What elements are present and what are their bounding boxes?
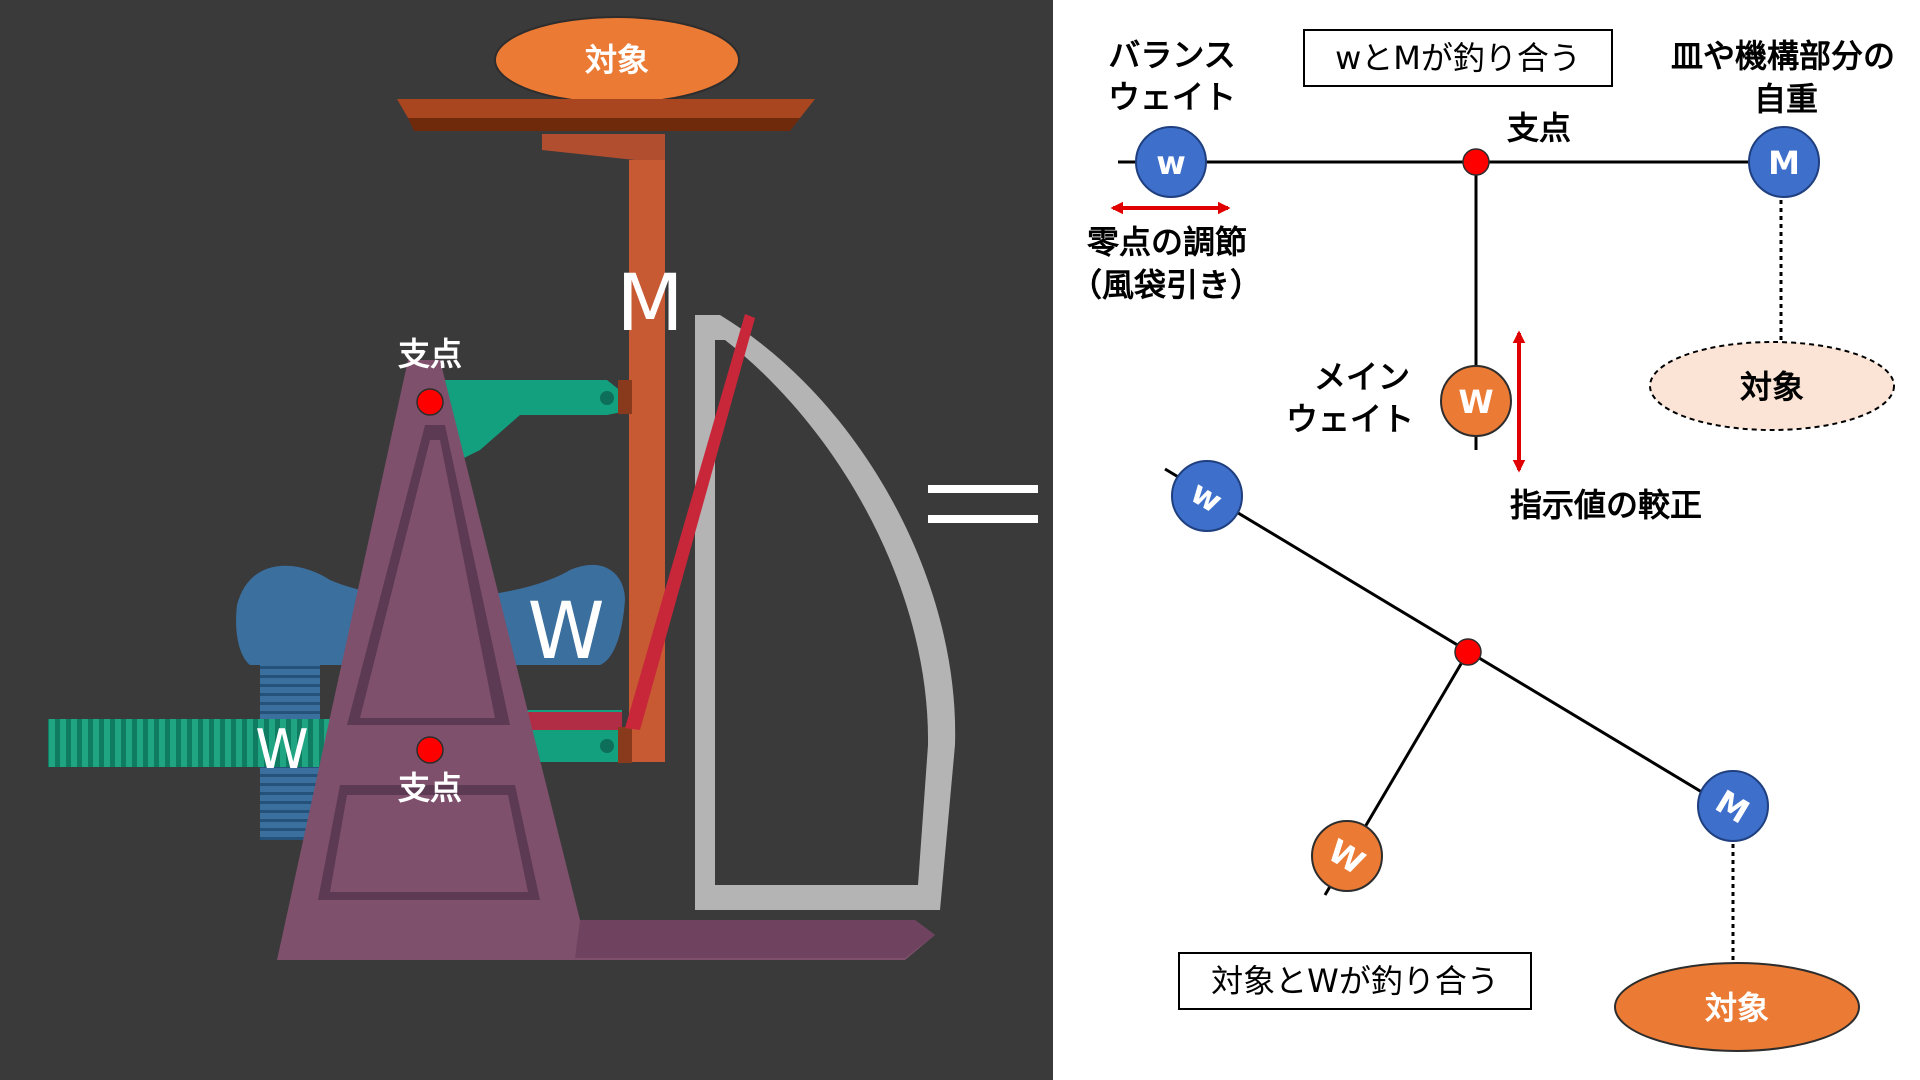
bottom-self-weight-ball xyxy=(1697,770,1769,842)
weight-label-W-small: W xyxy=(255,718,308,781)
bottom-balance-condition-text: 対象とWが釣り合う xyxy=(1211,962,1499,1000)
top-balance-diagram: バランス ウェイト wとMが釣り合う 皿や機構部分の 自重 支点 w M W 零… xyxy=(1070,29,1895,524)
upper-green-arm xyxy=(430,380,632,470)
bottom-balance-condition-box xyxy=(1178,952,1532,1010)
top-object-ellipse xyxy=(1649,341,1895,431)
top-fulcrum-dot xyxy=(1462,148,1490,176)
self-weight-label-line1: 皿や機構部分の xyxy=(1671,37,1895,75)
top-balance-weight-ball xyxy=(1135,126,1207,198)
bottom-balance-diagram: w M W 対象とWが釣り合う 対象 xyxy=(1164,460,1860,1052)
bottom-object-label: 対象 xyxy=(1705,989,1769,1027)
bottom-balance-weight-ball xyxy=(1171,460,1243,532)
top-object-label: 対象 xyxy=(1740,368,1804,406)
balance-weight-label-line2: ウェイト xyxy=(1108,78,1236,116)
upper-fulcrum-dot xyxy=(416,388,444,416)
adjustment-screw xyxy=(48,719,370,767)
top-main-weight-ball xyxy=(1440,365,1512,437)
top-fulcrum-label: 支点 xyxy=(1507,109,1571,147)
zero-adjust-label-line1: 零点の調節 xyxy=(1087,223,1247,261)
calibration-label: 指示値の較正 xyxy=(1510,486,1702,524)
zero-adjust-label-line2: （風袋引き） xyxy=(1070,266,1262,304)
top-self-weight-ball xyxy=(1748,126,1820,198)
balance-condition-box xyxy=(1303,29,1613,87)
lower-fulcrum-dot xyxy=(416,736,444,764)
top-main-weight-ball-label: W xyxy=(1458,383,1493,421)
balance-condition-text: wとMが釣り合う xyxy=(1335,39,1581,77)
mass-label-M: M xyxy=(616,259,683,349)
top-balance-weight-ball-label: w xyxy=(1156,144,1186,182)
scale-frame xyxy=(277,360,935,960)
main-weight-label-line1: メイン xyxy=(1314,358,1410,396)
top-self-weight-ball-label: M xyxy=(1768,144,1800,182)
self-weight-label-line2: 自重 xyxy=(1754,80,1818,118)
mechanism-panel: 対象 M W W xyxy=(0,0,1053,1080)
bottom-fulcrum-dot xyxy=(1454,638,1482,666)
balance-weight-label-line1: バランス xyxy=(1108,36,1235,74)
main-weight-label-line2: ウェイト xyxy=(1286,400,1414,438)
upper-fulcrum-label: 支点 xyxy=(398,335,462,373)
tray-post xyxy=(542,134,665,762)
pointer-needle xyxy=(625,314,755,730)
bottom-main-weight-ball xyxy=(1311,820,1383,892)
object-label: 対象 xyxy=(585,41,649,79)
bottom-beam xyxy=(1164,467,1741,817)
lower-fulcrum-label: 支点 xyxy=(398,769,462,807)
bottom-object-ellipse xyxy=(1614,962,1860,1052)
weight-label-W-large: W xyxy=(527,587,604,677)
weighing-tray xyxy=(397,99,815,131)
equals-sign xyxy=(928,485,1038,523)
scale-arc xyxy=(695,315,956,910)
